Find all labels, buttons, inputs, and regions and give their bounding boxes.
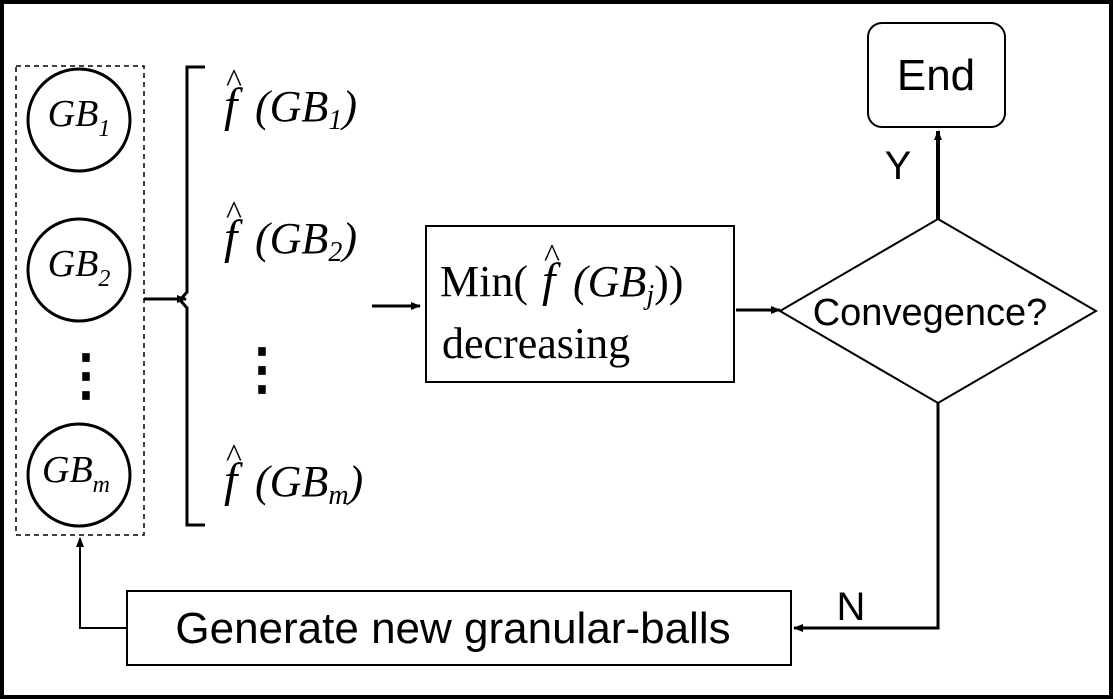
svg-text:GB1: GB1 <box>48 93 111 142</box>
convergence-decision: Convegence? <box>778 217 1098 405</box>
fitness-2-close: ) <box>339 214 357 263</box>
fitness-m-hat: ^ <box>226 438 242 475</box>
fitness-1-sub: 1 <box>328 105 342 136</box>
min-box-prefix: Min( <box>440 257 528 306</box>
fitness-2-open: (GB <box>255 214 328 263</box>
min-box-close: )) <box>654 257 683 306</box>
svg-text:(GB1): (GB1) <box>255 82 357 136</box>
fitness-gb-m: f ^ (GBm) <box>224 438 363 511</box>
granular-ball-1: GB1 <box>26 67 132 173</box>
arrow-generate-to-balls <box>76 537 127 629</box>
svg-text:(GB2): (GB2) <box>255 214 357 268</box>
ball-2-base: GB <box>48 243 99 285</box>
granular-ball-m: GBm <box>26 422 132 528</box>
granular-ball-2: GB2 <box>26 217 132 323</box>
fitness-1-close: ) <box>339 82 357 131</box>
end-terminal: End <box>867 22 1006 128</box>
fitness-2-hat: ^ <box>226 195 242 232</box>
min-box-sub: j <box>643 280 654 311</box>
fitness-1-open: (GB <box>255 82 328 131</box>
end-label: End <box>897 51 975 100</box>
ball-1-sub: 1 <box>98 116 110 142</box>
yes-label: Y <box>885 144 912 188</box>
fitness-m-open: (GB <box>255 457 328 506</box>
min-box-line2: decreasing <box>442 319 630 368</box>
ball-ellipsis: ⋮ <box>58 345 114 407</box>
fitness-gb-2: f ^ (GB2) <box>224 195 357 268</box>
arrow-no-to-generate <box>793 403 940 632</box>
ball-1-base: GB <box>48 93 99 135</box>
min-box-hat: ^ <box>544 238 560 275</box>
fitness-m-sub: m <box>328 480 348 511</box>
fitness-brace <box>178 65 205 527</box>
svg-text:(GBj)): (GBj)) <box>573 257 683 311</box>
svg-text:GB2: GB2 <box>48 243 111 292</box>
min-fitness-box: Min( f ^ (GBj)) decreasing <box>425 225 735 383</box>
ball-m-sub: m <box>93 472 110 498</box>
svg-text:GBm: GBm <box>42 449 110 498</box>
ball-2-sub: 2 <box>98 266 110 292</box>
fitness-gb-1: f ^ (GB1) <box>224 63 357 136</box>
decision-label: Convegence? <box>813 292 1048 334</box>
svg-text:(GBm): (GBm) <box>255 457 363 511</box>
no-label: N <box>837 585 866 629</box>
fitness-ellipsis: ⋮ <box>234 339 290 401</box>
fitness-2-sub: 2 <box>328 237 342 268</box>
fitness-1-hat: ^ <box>226 63 242 100</box>
min-box-open: (GB <box>573 257 646 306</box>
ball-m-base: GB <box>42 449 93 491</box>
generate-box: Generate new granular-balls <box>126 590 792 666</box>
generate-label: Generate new granular-balls <box>175 604 730 653</box>
fitness-m-close: ) <box>346 457 364 506</box>
